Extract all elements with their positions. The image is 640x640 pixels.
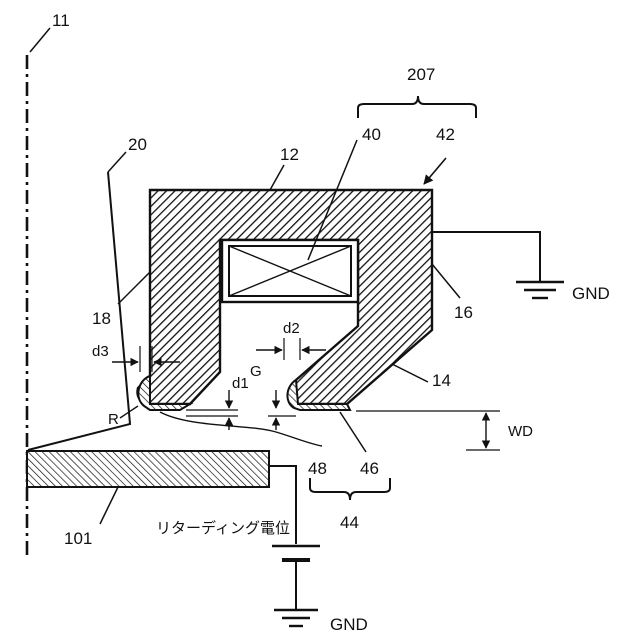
lower-pole-leader	[392, 364, 428, 382]
label-16: 16	[454, 303, 473, 322]
label-207: 207	[407, 65, 435, 84]
label-d3: d3	[92, 343, 109, 360]
bracket-207	[358, 96, 476, 118]
shield-leader	[108, 152, 126, 172]
label-gnd-right: GND	[572, 284, 610, 303]
label-d1: d1	[232, 375, 249, 392]
inner-pole-leader	[118, 272, 150, 304]
yoke-leader	[432, 264, 460, 298]
lens-arrow	[424, 158, 446, 184]
sample-101	[27, 451, 269, 487]
ground-wire-right	[432, 232, 540, 282]
shield-electrode-20	[28, 172, 130, 450]
body-leader	[270, 165, 284, 190]
label-d2: d2	[283, 320, 300, 337]
label-wd: WD	[508, 423, 533, 440]
label-44: 44	[340, 513, 359, 532]
label-46: 46	[360, 459, 379, 478]
label-40: 40	[362, 125, 381, 144]
label-g: G	[250, 363, 262, 380]
bracket-44	[310, 478, 390, 500]
label-retarding-potential: リターディング電位	[156, 519, 290, 537]
label-gnd-bottom: GND	[330, 615, 368, 634]
electron-trajectory-curve	[160, 412, 322, 446]
label-12: 12	[280, 145, 299, 164]
label-20: 20	[128, 135, 147, 154]
label-101: 101	[64, 529, 92, 548]
label-18: 18	[92, 309, 111, 328]
label-r: R	[108, 411, 119, 428]
tip-46-leader	[340, 412, 366, 452]
label-14: 14	[432, 371, 451, 390]
sample-leader	[100, 487, 118, 524]
axis-leader	[30, 28, 50, 52]
label-48: 48	[308, 459, 327, 478]
label-axis: 11	[52, 11, 70, 30]
label-42: 42	[436, 125, 455, 144]
